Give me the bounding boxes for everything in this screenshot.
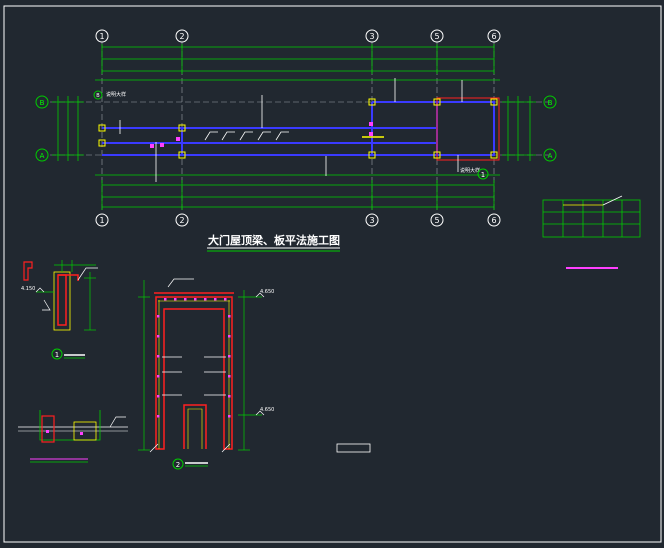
columns: [98, 98, 498, 159]
axis-label-row-b-small: B: [96, 93, 100, 99]
beams: [102, 101, 495, 156]
axis-label-col-3-bottom: 3: [369, 216, 374, 225]
legend-table: [542, 195, 641, 238]
axis-label-col-2-bottom: 2: [179, 216, 184, 225]
callout-label-1: 1: [55, 351, 59, 359]
axis-label-row-a-left: A: [40, 152, 45, 160]
callout-label-2: 2: [176, 461, 180, 469]
axis-labels-rows: B A B A B 1: [40, 93, 553, 179]
axis-label-row-b-left: B: [40, 99, 45, 107]
axis-bubbles-top: [95, 29, 501, 43]
callout-bubble-1: [51, 348, 63, 360]
elevation-label-top: 4.650: [260, 289, 274, 295]
detail-2-gate-frame: 4.650 4.650 2: [138, 278, 274, 470]
axis-labels-bottom: 1 2 3 5 6: [99, 216, 496, 225]
axis-label-col-5: 5: [434, 32, 439, 41]
axis-label-col-1-bottom: 1: [99, 216, 104, 225]
axis-bubbles-rows: [35, 90, 557, 180]
beam-note-left: 说明大样: [106, 91, 126, 98]
bottom-dimension-lines: [95, 174, 500, 210]
axis-label-col-1: 1: [99, 32, 104, 41]
note-box: [336, 443, 371, 453]
top-dimension-lines: [95, 44, 500, 81]
cantilever-slab-outline: [436, 97, 500, 161]
axis-label-col-6: 6: [491, 32, 496, 41]
elevation-label-bottom: 4.650: [260, 407, 274, 413]
magenta-markers: [150, 122, 373, 148]
axis-labels-top: 1 2 3 5 6: [99, 32, 496, 41]
axis-label-row-a-right: A: [548, 152, 553, 160]
axis-bubbles-bottom: [95, 213, 501, 227]
axis-label-col-3: 3: [369, 32, 374, 41]
detail-1: 4.150 1: [21, 260, 98, 360]
elevation-label-detail-1: 4.150: [21, 286, 35, 292]
axis-label-row-b-right: B: [548, 99, 553, 107]
axis-label-col-2: 2: [179, 32, 184, 41]
axis-label-col-6-bottom: 6: [491, 216, 496, 225]
callout-1-plan: 1: [481, 171, 485, 179]
beam-note-right: 说明大样: [460, 167, 480, 174]
detail-section-small: [18, 410, 128, 463]
callout-bubble-2: [172, 458, 184, 470]
beam-annotations: [119, 78, 463, 182]
plan-view: 说明大样 说明大样: [35, 29, 557, 227]
drawing-frame: [3, 5, 662, 543]
drawing-title: 大门屋顶梁、板平法施工图: [208, 233, 340, 247]
side-dimension-lines: [52, 96, 536, 161]
axis-label-col-5-bottom: 5: [434, 216, 439, 225]
